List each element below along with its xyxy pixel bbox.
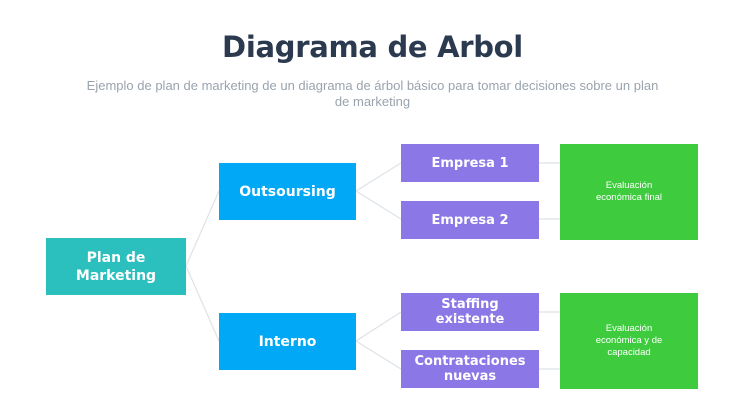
connector-outsourcing-empresa1 xyxy=(355,162,402,192)
connector-outsourcing-empresa2 xyxy=(355,190,402,220)
node-evaluacion-economica-final: Evaluación económica final xyxy=(560,144,698,240)
connector-interno-staffing xyxy=(355,311,402,342)
node-interno: Interno xyxy=(219,313,356,370)
connector-interno-contrataciones xyxy=(355,340,402,370)
page-subtitle: Ejemplo de plan de marketing de un diagr… xyxy=(86,78,659,109)
node-empresa-1: Empresa 1 xyxy=(401,144,539,182)
connector-root-interno xyxy=(185,265,220,342)
node-contrataciones-nuevas: Contrataciones nuevas xyxy=(401,350,539,388)
node-plan-de-marketing: Plan de Marketing xyxy=(46,238,186,295)
node-evaluacion-economica-capacidad: Evaluación económica y de capacidad xyxy=(560,293,698,389)
node-staffing-existente: Staffing existente xyxy=(401,293,539,331)
node-outsoursing: Outsoursing xyxy=(219,163,356,220)
node-empresa-2: Empresa 2 xyxy=(401,201,539,239)
connector-root-outsourcing xyxy=(185,190,220,267)
page-title: Diagrama de Arbol xyxy=(222,30,523,64)
